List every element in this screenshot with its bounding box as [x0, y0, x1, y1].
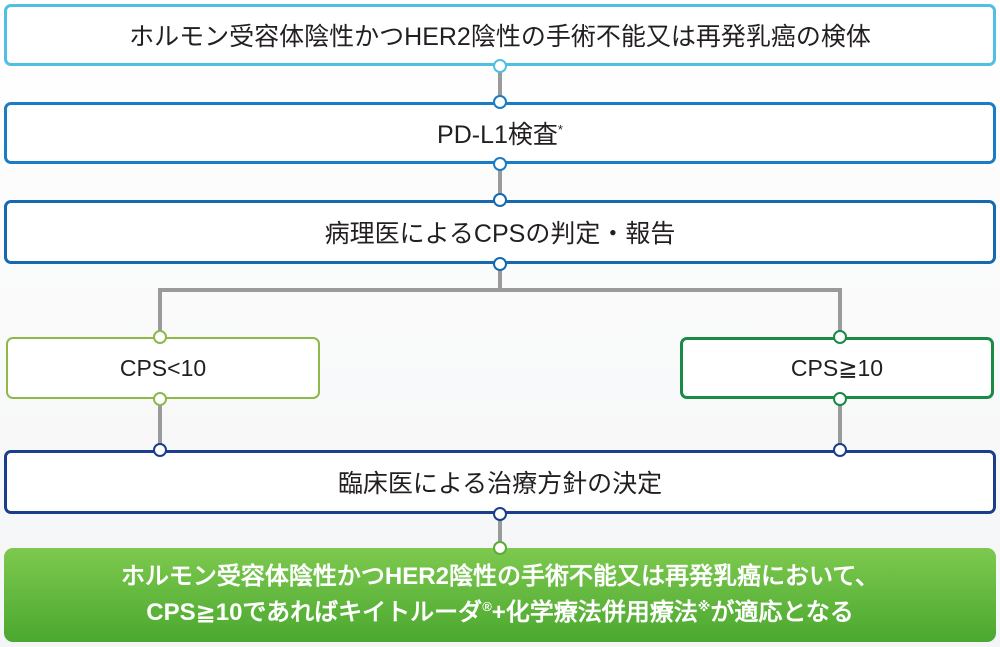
cps-low-label: CPS<10 — [119, 354, 207, 381]
connector-decision-result — [498, 514, 502, 548]
connector-dot — [493, 95, 507, 109]
connector-branch-left-down — [158, 288, 162, 337]
connector-specimen-test — [498, 66, 502, 102]
connector-test-judgment — [498, 164, 502, 200]
connector-dot — [493, 507, 507, 521]
cps-low-box: CPS<10 — [6, 337, 320, 399]
specimen-box: ホルモン受容体陰性かつHER2陰性の手術不能又は再発乳癌の検体 — [4, 4, 996, 66]
connector-dot — [833, 330, 847, 344]
cps-judgment-label: 病理医によるCPSの判定・報告 — [324, 220, 676, 248]
connector-dot — [833, 392, 847, 406]
connector-dot — [493, 257, 507, 271]
indication-result-box: ホルモン受容体陰性かつHER2陰性の手術不能又は再発乳癌において、 CPS≧10… — [4, 548, 996, 642]
cps-high-box: CPS≧10 — [680, 337, 994, 399]
result-footnote-mark: ※ — [697, 599, 711, 614]
pd-l1-test-box: PD-L1検査* — [4, 102, 996, 164]
connector-dot — [153, 330, 167, 344]
cps-judgment-box: 病理医によるCPSの判定・報告 — [4, 200, 996, 264]
connector-dot — [833, 443, 847, 457]
connector-dot — [153, 392, 167, 406]
treatment-decision-label: 臨床医による治療方針の決定 — [337, 470, 663, 498]
result-line-2: CPS≧10であればキイトルーダ®+化学療法併用療法※が適応となる — [146, 599, 854, 626]
cps-high-label: CPS≧10 — [790, 354, 884, 381]
connector-dot — [153, 443, 167, 457]
treatment-decision-box: 臨床医による治療方針の決定 — [4, 450, 996, 514]
connector-dot — [493, 59, 507, 73]
connector-branch-horizontal — [158, 288, 842, 292]
connector-branch-right-down — [838, 288, 842, 337]
connector-judgment-branch — [498, 264, 502, 292]
test-footnote-mark: * — [557, 122, 563, 137]
result-line-1: ホルモン受容体陰性かつHER2陰性の手術不能又は再発乳癌において、 — [120, 563, 880, 590]
connector-dot — [493, 193, 507, 207]
connector-high-decision — [838, 399, 842, 450]
connector-dot — [493, 157, 507, 171]
connector-dot — [493, 541, 507, 555]
connector-low-decision — [158, 399, 162, 450]
specimen-label: ホルモン受容体陰性かつHER2陰性の手術不能又は再発乳癌の検体 — [129, 23, 871, 51]
registered-mark: ® — [482, 599, 492, 614]
pd-l1-test-label: PD-L1検査* — [437, 121, 563, 149]
